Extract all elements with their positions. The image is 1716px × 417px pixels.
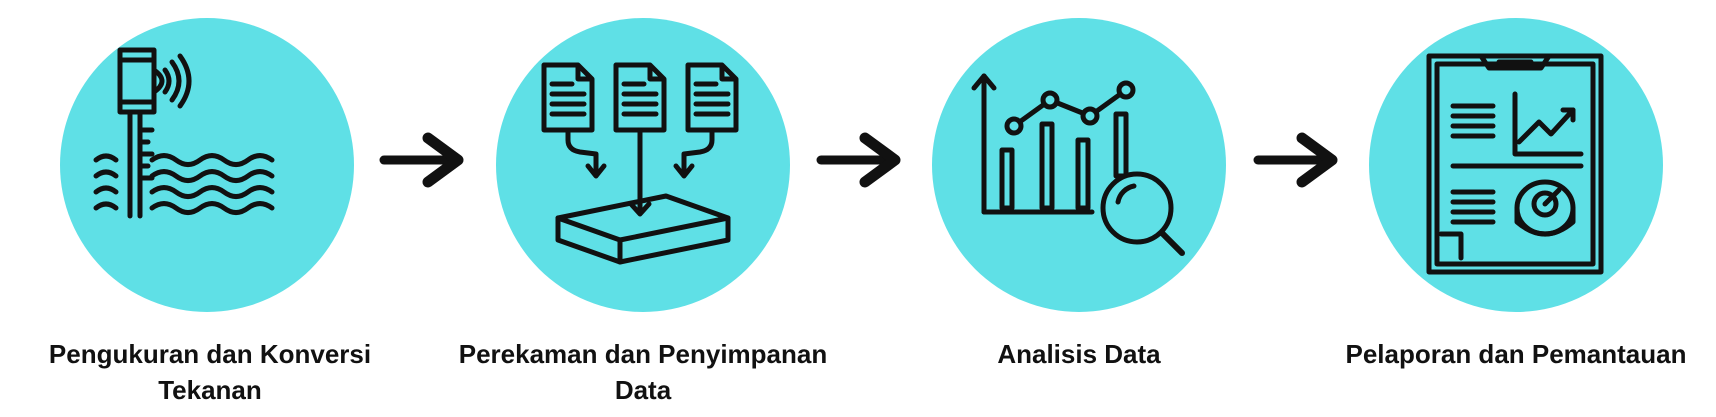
step-3-label-line-1: Analisis Data [997, 339, 1161, 369]
step-4-label: Pelaporan dan Pemantauan [1316, 336, 1716, 372]
step-1-circle [60, 18, 354, 312]
step-4-circle [1369, 18, 1663, 312]
arrow-right-icon [1252, 130, 1346, 190]
step-2-label-line-2: Data [614, 375, 672, 405]
arrow-right-icon [378, 130, 472, 190]
step-3-label: Analisis Data [900, 336, 1258, 372]
data-analysis-chart-icon [971, 73, 1185, 256]
water-pressure-sensor-icon [93, 47, 275, 219]
data-storage-icon [541, 62, 739, 265]
step-3-circle [932, 18, 1226, 312]
step-1-label: Pengukuran dan Konversi Tekanan [20, 336, 400, 408]
step-2-label: Perekaman dan Penyimpanan Data [440, 336, 846, 408]
step-4-label-line-1: Pelaporan dan Pemantauan [1345, 339, 1687, 369]
arrow-right-icon [815, 130, 909, 190]
step-1-label-line-2: Tekanan [158, 375, 262, 405]
step-2-label-line-1: Perekaman dan Penyimpanan [458, 339, 828, 369]
report-clipboard-icon [1426, 53, 1604, 275]
step-1-label-line-1: Pengukuran dan Konversi [48, 339, 372, 369]
step-2-circle [496, 18, 790, 312]
